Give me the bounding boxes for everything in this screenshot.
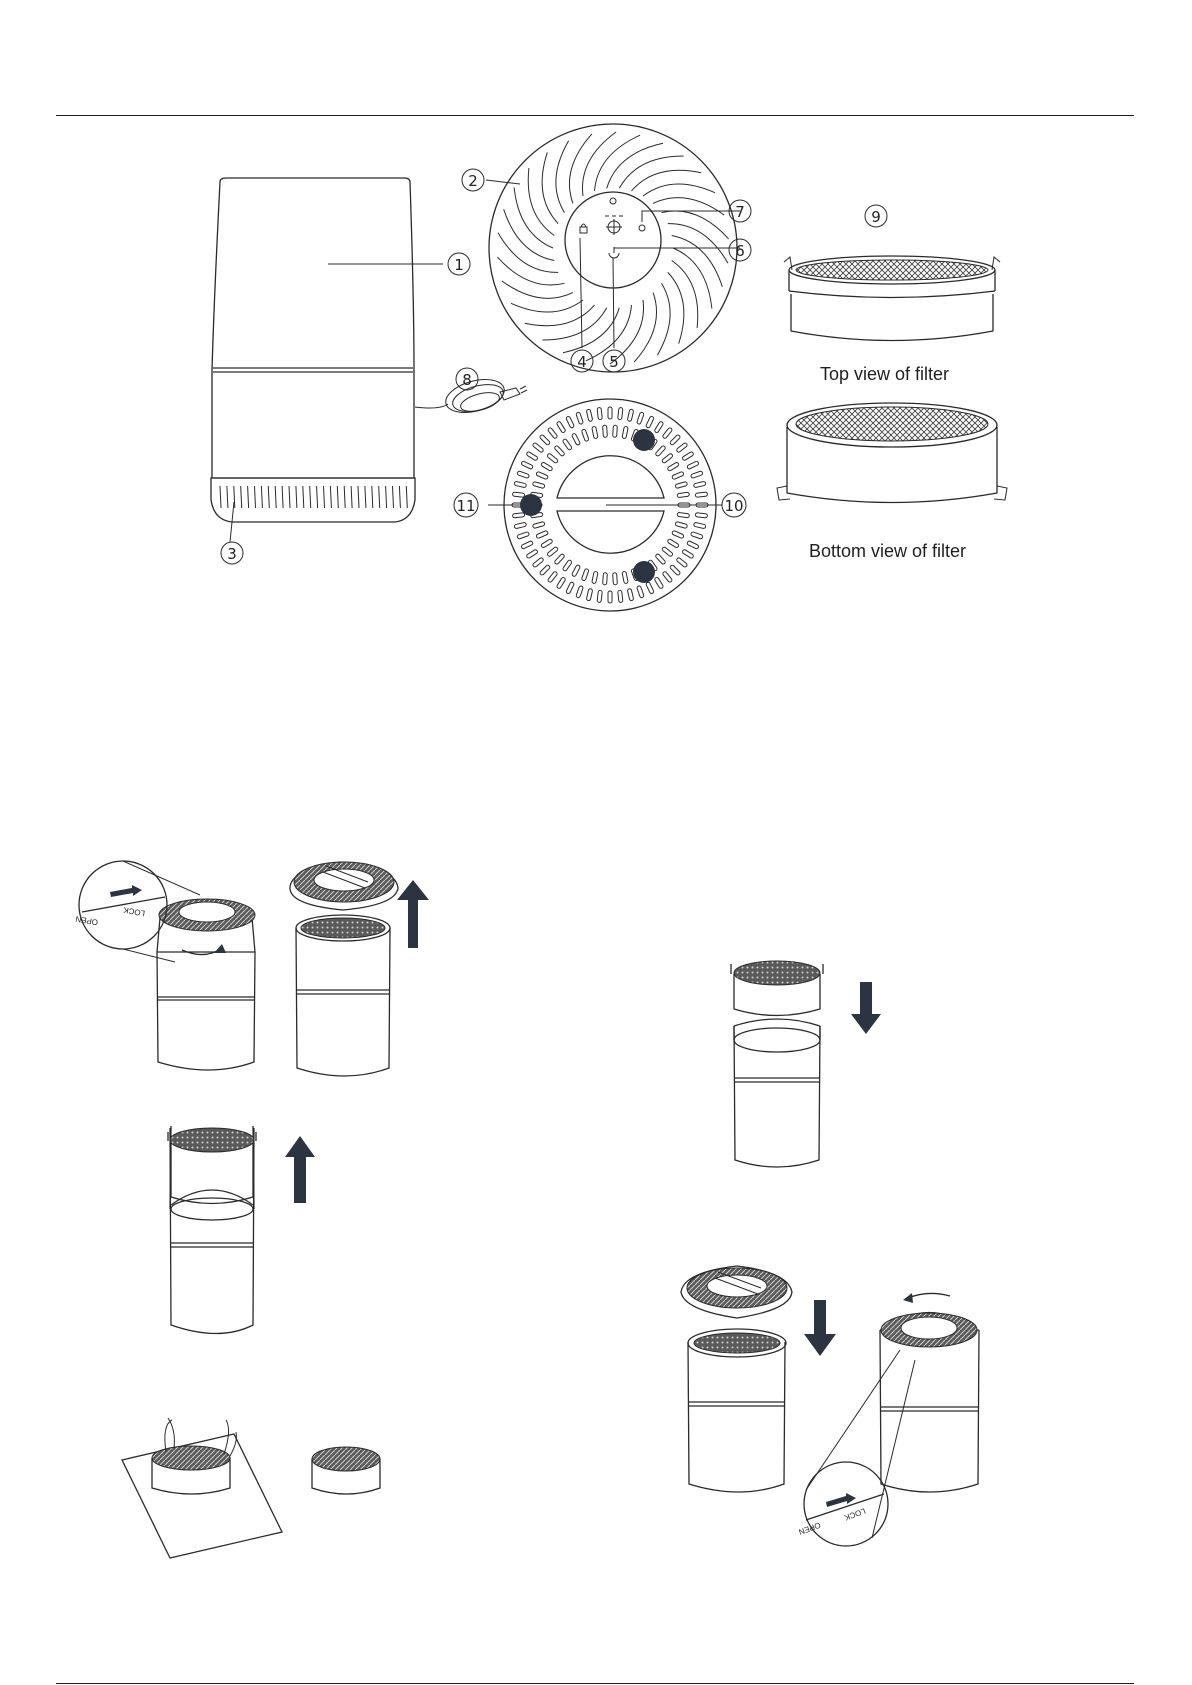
step-insert-filter — [731, 961, 881, 1167]
callout-8: 8 — [456, 368, 478, 390]
dial-lock-label-2: LOCK — [843, 1506, 867, 1522]
power-cord — [442, 374, 527, 419]
callout-5: 5 — [603, 350, 625, 372]
dial-open-label-2: OPEN — [797, 1520, 822, 1536]
callout-1: 1 — [448, 253, 470, 275]
svg-text:10: 10 — [724, 497, 743, 515]
dial-open-label: OPEN — [75, 914, 99, 927]
step-lift-cover — [290, 862, 429, 1076]
step-clean-filter — [122, 1418, 380, 1558]
step-remove-filter — [168, 1126, 315, 1334]
filter-bottom-view — [777, 403, 1007, 503]
svg-text:9: 9 — [871, 208, 881, 226]
step-twist-cover: OPEN LOCK — [75, 861, 255, 1070]
top-view — [486, 124, 740, 372]
callout-markers: 1 2 3 4 5 6 7 8 9 10 11 — [221, 169, 887, 564]
callout-10: 10 — [722, 493, 746, 517]
callout-3: 3 — [221, 542, 243, 564]
svg-text:5: 5 — [609, 353, 619, 371]
step-replace-cover: OPEN LOCK — [681, 1266, 979, 1546]
filter-bottom-view-label: Bottom view of filter — [809, 541, 966, 562]
svg-text:6: 6 — [735, 242, 745, 260]
svg-text:3: 3 — [227, 545, 237, 563]
filter-top-view — [784, 256, 1000, 341]
air-intake-grille — [220, 486, 407, 508]
dial-lock-label: LOCK — [122, 905, 146, 918]
callout-11: 11 — [454, 493, 478, 517]
control-panel — [580, 198, 645, 258]
svg-text:11: 11 — [456, 497, 475, 515]
filter-top-view-label: Top view of filter — [820, 364, 949, 385]
svg-text:4: 4 — [577, 353, 587, 371]
svg-text:8: 8 — [462, 371, 472, 389]
callout-4: 4 — [571, 350, 593, 372]
svg-text:1: 1 — [454, 256, 464, 274]
callout-9: 9 — [865, 205, 887, 227]
svg-text:7: 7 — [735, 203, 745, 221]
callout-2: 2 — [462, 169, 484, 191]
svg-text:2: 2 — [468, 172, 478, 190]
callout-6: 6 — [729, 239, 751, 261]
purifier-side-view — [211, 178, 527, 542]
bottom-view — [488, 399, 722, 611]
